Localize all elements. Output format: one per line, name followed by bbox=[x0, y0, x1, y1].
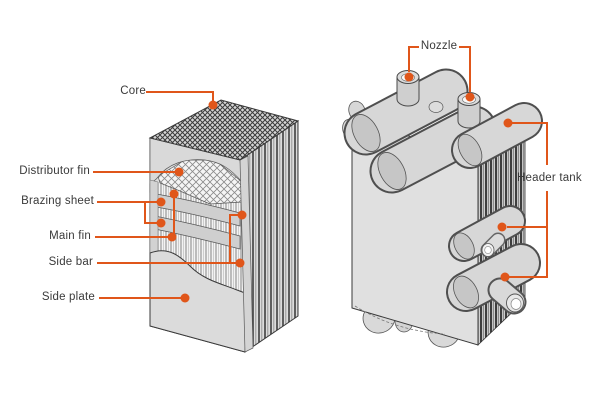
dot-side-plate bbox=[180, 293, 190, 303]
dot-main-fin-2 bbox=[169, 189, 179, 199]
dot-brazing-sheet-2 bbox=[156, 218, 166, 228]
side-plate-shape bbox=[149, 250, 246, 353]
unit-bottom-dashed-edge bbox=[354, 305, 446, 335]
header-tank-top-left bbox=[343, 68, 469, 156]
dot-header-tank-1 bbox=[503, 118, 513, 128]
dot-brazing-sheet-1 bbox=[156, 197, 166, 207]
brazing-sheet-band-2 bbox=[149, 214, 241, 250]
dot-nozzle-left bbox=[404, 72, 414, 82]
label-header-tank: Header tank bbox=[517, 172, 582, 184]
dot-header-tank-3 bbox=[500, 272, 510, 282]
core-cutaway-view bbox=[148, 99, 300, 353]
dot-side-bar-2 bbox=[237, 210, 247, 220]
label-core: Core bbox=[120, 85, 146, 97]
dot-core bbox=[208, 100, 218, 110]
label-distributor-fin: Distributor fin bbox=[19, 165, 90, 177]
dot-header-tank-2 bbox=[497, 222, 507, 232]
label-nozzle: Nozzle bbox=[420, 40, 458, 52]
assembled-exchanger-view bbox=[342, 68, 543, 348]
leader-brazing-sheet bbox=[97, 201, 157, 224]
brazing-sheet-band-1 bbox=[149, 192, 241, 227]
leader-side-bar bbox=[97, 214, 238, 264]
core-top-mesh bbox=[148, 99, 300, 161]
header-tank-lower-right bbox=[446, 243, 541, 315]
label-side-bar: Side bar bbox=[48, 256, 93, 268]
leader-nozzle-left bbox=[408, 46, 419, 72]
dot-nozzle-right bbox=[465, 92, 475, 102]
leader-main-fin bbox=[95, 198, 175, 238]
header-tank-upper-right bbox=[451, 102, 543, 169]
leader-core bbox=[146, 91, 214, 101]
dot-side-bar-1 bbox=[235, 258, 245, 268]
side-bar-strip bbox=[239, 155, 254, 353]
top-small-stub bbox=[428, 101, 444, 113]
dot-distributor-fin bbox=[174, 167, 184, 177]
core-left-edge-strip bbox=[149, 179, 159, 255]
dot-main-fin-1 bbox=[167, 232, 177, 242]
leader-nozzle-right bbox=[459, 46, 471, 92]
label-side-plate: Side plate bbox=[41, 291, 95, 303]
label-brazing-sheet: Brazing sheet bbox=[21, 195, 94, 207]
leader-header-tank bbox=[507, 122, 548, 278]
annotation-layer bbox=[93, 46, 548, 303]
label-main-fin: Main fin bbox=[49, 230, 91, 242]
